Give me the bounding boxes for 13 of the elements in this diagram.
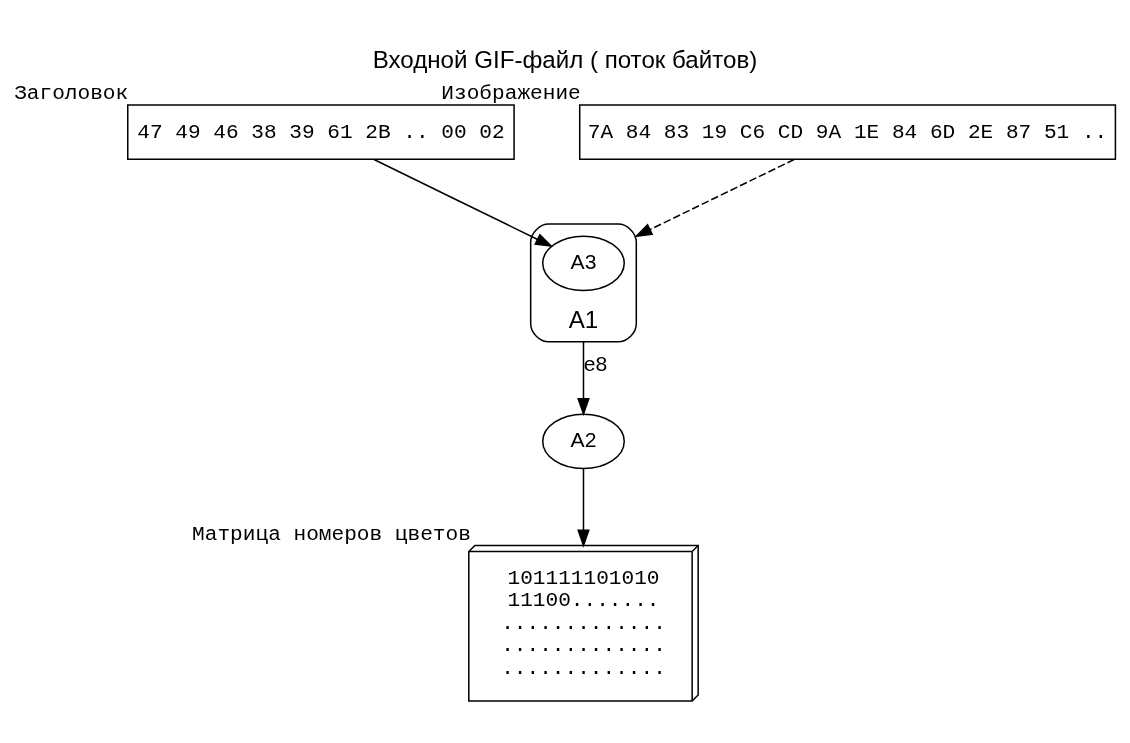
node-label: Заголовок bbox=[14, 80, 129, 105]
node-ellipse: A3 bbox=[542, 234, 625, 291]
diagram-title: Входной GIF-файл ( поток байтов) bbox=[372, 45, 758, 73]
arrow bbox=[577, 467, 590, 548]
edge-label: e8 bbox=[583, 351, 608, 375]
node-box: 47 49 46 38 39 61 2B .. 00 02 bbox=[127, 103, 515, 160]
node-label: Изображение bbox=[441, 80, 581, 105]
arrow bbox=[634, 158, 795, 237]
node-box: 7A 84 83 19 C6 CD 9A 1E 84 6D 2E 87 51 .. bbox=[578, 103, 1117, 160]
arrow bbox=[577, 340, 590, 416]
node-label: Матрица номеров цветов bbox=[192, 521, 471, 546]
node-ellipse: A2 bbox=[542, 413, 625, 469]
arrow bbox=[373, 158, 554, 247]
